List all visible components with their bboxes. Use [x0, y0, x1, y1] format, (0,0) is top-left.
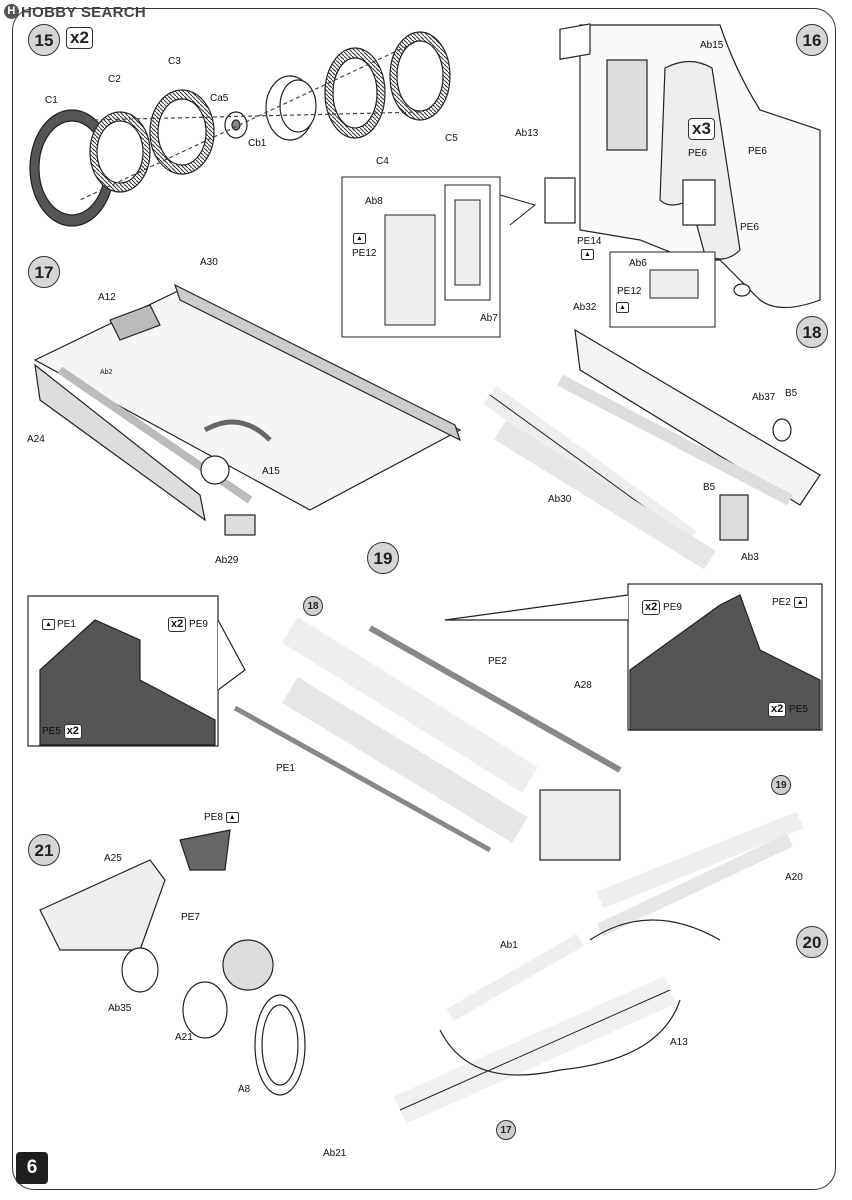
- photo-etch-icon: ▲: [225, 812, 239, 823]
- label-ab30: Ab30: [548, 494, 572, 505]
- label-pe5-a-text: PE5: [42, 726, 61, 737]
- label-pe1: ▲PE1: [42, 619, 76, 630]
- step16-detail-insets: [341, 176, 716, 338]
- label-pe12-a: PE12: [352, 248, 377, 259]
- label-a15: A15: [262, 466, 280, 477]
- ref-step-17: 17: [496, 1120, 516, 1140]
- label-a12: A12: [98, 292, 116, 303]
- label-ab1: Ab1: [500, 940, 518, 951]
- label-ab32: Ab32: [573, 302, 597, 313]
- page-number: 6: [16, 1152, 48, 1184]
- step15-rings-drawing: [29, 31, 451, 227]
- label-ca5: Ca5: [210, 93, 229, 104]
- label-ab37: Ab37: [752, 392, 776, 403]
- label-pe7: PE7: [181, 912, 200, 923]
- photo-etch-icon: ▲: [793, 597, 807, 608]
- label-ab8: Ab8: [365, 196, 383, 207]
- step-15-multiplier: x2: [66, 27, 93, 49]
- step20-final-drawing: [393, 811, 804, 1124]
- label-pe2-b: PE2 ▲: [772, 597, 809, 608]
- label-pe12-b: PE12: [617, 286, 642, 297]
- label-pe5-b-text: PE5: [789, 704, 808, 715]
- label-pe8-text: PE8: [204, 812, 223, 824]
- label-pe8: PE8 ▲: [204, 812, 241, 823]
- label-a20: A20: [785, 872, 803, 883]
- label-pe2: PE2: [488, 656, 507, 667]
- label-ab21: Ab21: [323, 1148, 347, 1159]
- label-a21: A21: [175, 1032, 193, 1043]
- label-c4: C4: [376, 156, 389, 167]
- photo-etch-icon: ▲: [616, 302, 629, 313]
- step-20-badge: 20: [796, 926, 828, 958]
- step17-chassis-drawing: [33, 283, 462, 536]
- label-pe6-c: PE6: [740, 222, 759, 233]
- photo-etch-icon: ▲: [581, 249, 594, 260]
- label-pe1-b: PE1: [276, 763, 295, 774]
- label-c2: C2: [108, 74, 121, 85]
- step21-mount-drawing: [39, 829, 306, 1096]
- label-pe5-b: x2 PE5: [768, 702, 808, 717]
- label-pe9-a-text: PE9: [189, 619, 208, 630]
- page-frame: [12, 8, 836, 1190]
- label-a13: A13: [670, 1037, 688, 1048]
- label-pe6-b: PE6: [748, 146, 767, 157]
- label-a24: A24: [27, 434, 45, 445]
- multiplier-pe5-b: x2: [768, 702, 787, 717]
- pe12-a-marker: ▲: [353, 233, 368, 244]
- step-15-badge: 15: [28, 24, 60, 56]
- label-a30: A30: [200, 257, 218, 268]
- label-ab6: Ab6: [629, 258, 647, 269]
- label-ab29: Ab29: [215, 555, 239, 566]
- multiplier-pe9-b: x2: [642, 600, 661, 615]
- label-ab15: Ab15: [700, 40, 724, 51]
- label-a8: A8: [238, 1084, 251, 1095]
- label-pe9-b: x2 PE9: [642, 600, 682, 615]
- label-a25: A25: [104, 853, 122, 864]
- label-ab13: Ab13: [515, 128, 539, 139]
- step18-cradle-drawing: [483, 328, 821, 570]
- watermark-logo-icon: H: [4, 4, 19, 19]
- ref-step-19: 19: [771, 775, 791, 795]
- watermark-text: HOBBY SEARCH: [21, 4, 147, 21]
- step16-panel-drawing: [544, 23, 821, 309]
- label-ab7: Ab7: [480, 313, 498, 324]
- label-pe14-text: PE14: [577, 236, 602, 247]
- label-ab35: Ab35: [108, 1003, 132, 1014]
- label-ab2: Ab2: [100, 369, 113, 376]
- label-pe6-a: PE6: [688, 148, 707, 159]
- label-a28: A28: [574, 680, 592, 691]
- label-pe14: PE14: [577, 236, 601, 247]
- multiplier-pe9-a: x2: [168, 617, 187, 632]
- multiplier-pe5-a: x2: [63, 724, 82, 739]
- label-c3: C3: [168, 56, 181, 67]
- label-b5-b: B5: [703, 482, 716, 493]
- label-c1: C1: [45, 95, 58, 106]
- label-pe5-a: PE5 x2: [42, 724, 82, 739]
- step-19-badge: 19: [367, 542, 399, 574]
- label-cb1: Cb1: [248, 138, 267, 149]
- label-pe9-b-text: PE9: [663, 602, 682, 613]
- step-16-multiplier: x3: [688, 118, 715, 140]
- ref-step-18: 18: [303, 596, 323, 616]
- step-21-badge: 21: [28, 834, 60, 866]
- label-b5-a: B5: [785, 388, 798, 399]
- step-16-badge: 16: [796, 24, 828, 56]
- label-pe2-b-text: PE2: [772, 597, 791, 609]
- label-c5: C5: [445, 133, 458, 144]
- photo-etch-icon: ▲: [42, 619, 55, 630]
- label-pe1-text: PE1: [57, 619, 76, 631]
- pe12-b-marker: ▲: [616, 302, 631, 313]
- step19-barrel-drawing: [27, 583, 823, 861]
- photo-etch-icon: ▲: [353, 233, 366, 244]
- label-ab3: Ab3: [741, 552, 759, 563]
- label-pe9-a: x2 PE9: [168, 617, 208, 632]
- step-17-badge: 17: [28, 256, 60, 288]
- pe14-marker: ▲: [581, 249, 596, 260]
- step-18-badge: 18: [796, 316, 828, 348]
